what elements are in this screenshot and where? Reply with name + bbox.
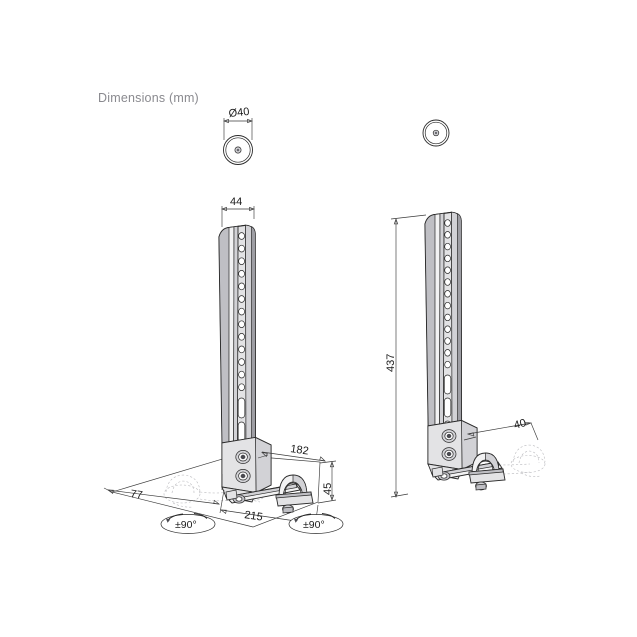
- dim-40: [463, 421, 539, 441]
- right-clamp-head: [468, 452, 506, 491]
- dim-label-40: 40: [513, 417, 528, 432]
- dim-label-diameter-40: Ø40: [228, 106, 250, 120]
- dim-label-437: 437: [385, 354, 397, 372]
- left-bracket-block: [221, 436, 272, 503]
- right-roller-detail: [422, 119, 450, 147]
- dim-label-44: 44: [230, 196, 242, 208]
- dim-182: [257, 451, 327, 462]
- dim-width-44: [221, 206, 255, 227]
- left-column: [218, 224, 257, 474]
- dim-77: [103, 474, 223, 505]
- annotation-swivel-right: [288, 513, 344, 534]
- annotation-label-swivel-left: ±90°: [175, 519, 197, 531]
- dim-45: [317, 460, 337, 504]
- dim-label-77: 77: [130, 488, 144, 502]
- left-roller-detail: [223, 118, 253, 165]
- right-column: [424, 211, 463, 444]
- annotation-label-swivel-right: ±90°: [303, 519, 325, 531]
- page-title: Dimensions (mm): [98, 91, 199, 105]
- left-base-plane: [110, 454, 321, 528]
- dim-label-215: 215: [244, 509, 264, 524]
- dim-label-182: 182: [290, 443, 310, 457]
- left-column-holes: [238, 232, 245, 391]
- right-bracket-block: [427, 419, 478, 480]
- dim-label-45: 45: [322, 483, 334, 495]
- dim-437: [390, 214, 427, 498]
- left-clamp-head: [275, 474, 314, 514]
- right-rail-arm: [431, 461, 503, 481]
- right-column-holes: [444, 219, 451, 369]
- annotation-swivel-left: [160, 513, 216, 534]
